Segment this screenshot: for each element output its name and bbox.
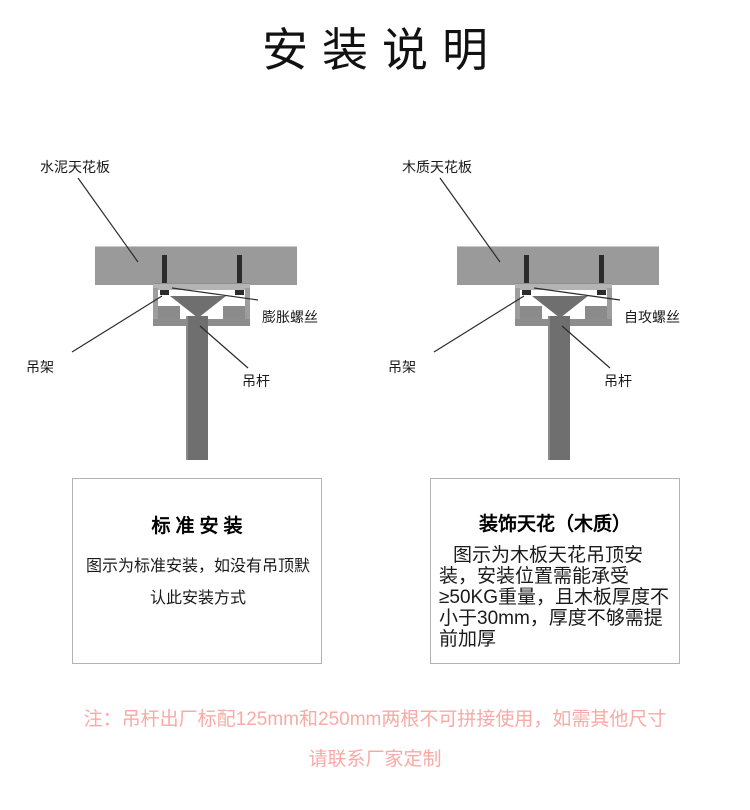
- info-box-title: 标准安装: [151, 516, 248, 537]
- hanger-bracket-wall-right: [245, 288, 250, 325]
- hanger-bracket-top: [515, 283, 612, 290]
- ceiling-slab: [95, 246, 297, 285]
- label-rod: 吊杆: [604, 373, 632, 389]
- label-hanger: 吊架: [26, 359, 54, 375]
- label-hanger: 吊架: [388, 359, 416, 375]
- hanger-bracket-shelf-right: [585, 306, 607, 320]
- expansion-screw-left-icon: [162, 255, 167, 295]
- label-screw-type: 自攻螺丝: [624, 309, 680, 325]
- rod-cone-connector: [170, 296, 226, 318]
- label-ceiling-type: 水泥天花板: [40, 159, 110, 175]
- label-ceiling-type: 木质天花板: [402, 159, 472, 175]
- self-tapping-screw-left-icon: [524, 255, 529, 295]
- info-box-decorative-ceiling: 装饰天花（木质） 图示为木板天花吊顶安装，安装位置需能承受≥50KG重量，且木板…: [430, 478, 680, 664]
- label-screw-type: 膨胀螺丝: [262, 309, 318, 325]
- ceiling-slab: [457, 246, 659, 285]
- rod-cone-connector: [532, 296, 588, 318]
- label-rod: 吊杆: [242, 373, 270, 389]
- hanger-bracket-top: [153, 283, 250, 290]
- self-tapping-screw-right-icon: [599, 255, 604, 295]
- info-box-standard-installation: 标准安装 图示为标准安装，如没有吊顶默认此安装方式: [72, 478, 322, 664]
- diagram-standard-cement: 水泥天花板 膨胀螺丝 吊架 吊杆: [10, 140, 365, 460]
- page-title: 安装说明: [262, 24, 502, 76]
- footer-note: 注：吊杆出厂标配125mm和250mm两根不可拼接使用，如需其他尺寸请联系厂家定…: [83, 709, 667, 770]
- diagram-decorative-wood: 木质天花板 自攻螺丝 吊架 吊杆: [372, 140, 727, 460]
- expansion-screw-left-head-icon: [160, 287, 169, 295]
- hanging-rod: [548, 316, 570, 460]
- hanging-rod: [186, 316, 208, 460]
- info-box-body: 图示为木板天花吊顶安装，安装位置需能承受≥50KG重量，且木板厚度不小于30mm…: [439, 545, 670, 650]
- info-box-title: 装饰天花（木质）: [478, 514, 631, 535]
- self-tapping-screw-left-head-icon: [522, 287, 531, 295]
- expansion-screw-right-icon: [237, 255, 242, 295]
- hanger-bracket-wall-right: [607, 288, 612, 325]
- hanger-bracket-shelf-right: [223, 306, 245, 320]
- info-box-body: 图示为标准安装，如没有吊顶默认此安装方式: [85, 558, 310, 607]
